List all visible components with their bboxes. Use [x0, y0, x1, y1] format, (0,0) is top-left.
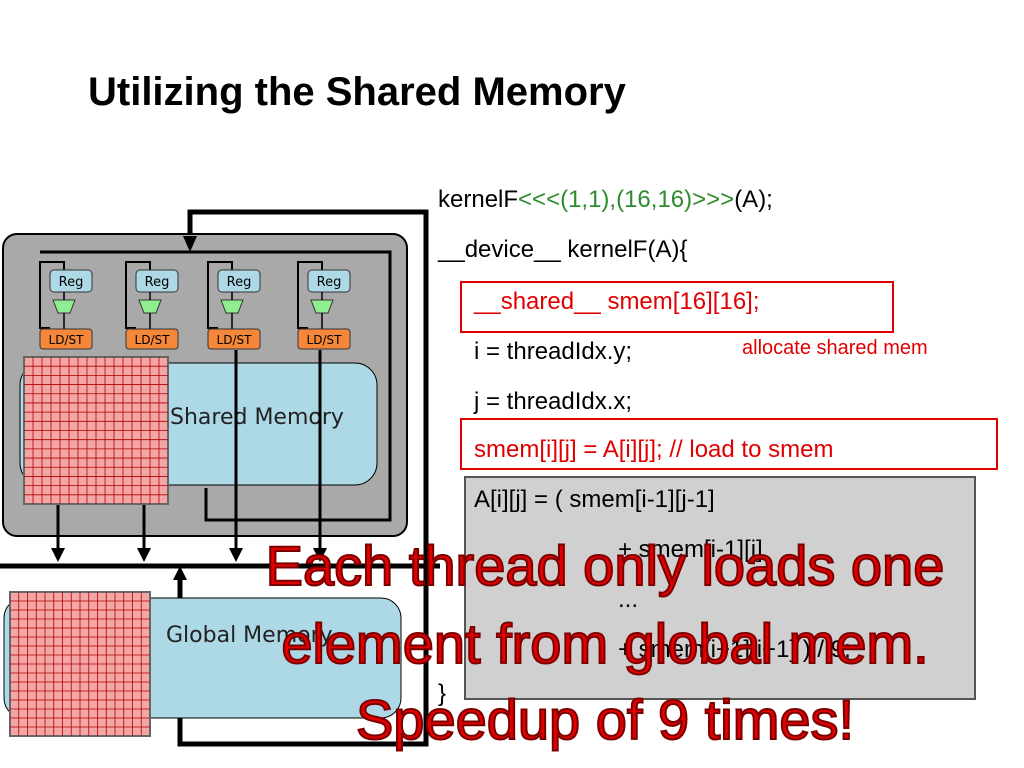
global-memory-grid	[9, 591, 151, 737]
alu-icon	[138, 299, 162, 314]
alu-icon	[310, 299, 334, 314]
ldst-label: LD/ST	[217, 333, 253, 347]
register-label: Reg	[59, 275, 84, 290]
overlay-line-1: Each thread only loads one	[265, 534, 946, 597]
register-box	[135, 269, 179, 293]
ldst-label: LD/ST	[49, 333, 85, 347]
register-label: Reg	[227, 275, 252, 290]
alu-icon	[220, 299, 244, 314]
code-line-4: i = threadIdx.y;	[474, 338, 633, 365]
register-box	[49, 269, 93, 293]
alu-icon	[52, 299, 76, 314]
ldst-box	[39, 328, 93, 350]
code-line-5: j = threadIdx.x;	[474, 388, 633, 415]
kernel-name: kernelF	[438, 186, 519, 213]
code-line-7: A[i][j] = ( smem[i-1][j-1]	[474, 486, 715, 513]
shared-decl-box	[460, 281, 894, 333]
register-label: Reg	[317, 275, 342, 290]
sm-entry-arrow-icon	[183, 236, 197, 252]
register-label: Reg	[145, 275, 170, 290]
ldst-label: LD/ST	[307, 333, 343, 347]
allocate-note: allocate shared mem	[742, 337, 928, 359]
code-line-3: __shared__ smem[16][16];	[474, 288, 760, 315]
ldst-box	[297, 328, 351, 350]
shared-memory-label: Shared Memory	[170, 405, 344, 430]
sm-down-arrows	[51, 505, 327, 562]
register-box	[307, 269, 351, 293]
ldst-label: LD/ST	[135, 333, 171, 347]
shared-memory-grid	[23, 356, 169, 505]
code-line-1: kernelF<<<(1,1),(16,16)>>>(A);	[438, 186, 773, 214]
ldst-box	[125, 328, 179, 350]
register-box	[217, 269, 261, 293]
code-line-9: ...	[618, 586, 639, 613]
code-line-10: + smem[i+1][i+1] ) / 9;	[618, 636, 851, 663]
sm-top-wire	[40, 250, 392, 522]
code-line-8: + smem[i-1][j]	[618, 536, 763, 563]
code-line-11: }	[438, 680, 447, 707]
slide-title: Utilizing the Shared Memory	[88, 70, 626, 114]
code-line-2: __device__ kernelF(A){	[438, 236, 688, 263]
kernel-args: (A);	[734, 186, 773, 213]
stencil-compute-box	[464, 476, 976, 700]
load-smem-box	[460, 418, 998, 470]
bus-arrow-icon	[173, 566, 187, 580]
overlay-line-2: element from global mem.	[280, 612, 929, 675]
launch-config: <<<(1,1),(16,16)>>>	[518, 186, 735, 213]
ldst-box	[207, 328, 261, 350]
overlay-line-3: Speedup of 9 times!	[355, 688, 855, 751]
ldst-wires	[234, 350, 322, 520]
code-line-6: smem[i][j] = A[i][j]; // load to smem	[474, 436, 834, 463]
global-memory-label: Global Memory	[166, 623, 333, 648]
